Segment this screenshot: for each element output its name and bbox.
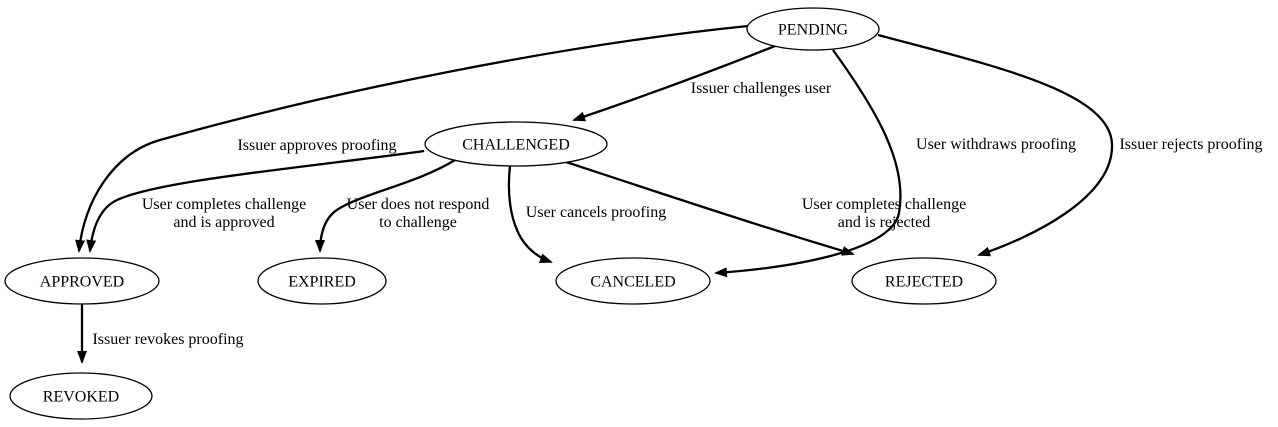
edge-label-challenged-to-approved-line2: and is approved	[173, 214, 274, 231]
edge-pending-to-challenged	[572, 44, 776, 122]
edge-label-challenged-to-rejected-line1: User completes challenge	[802, 196, 966, 213]
state-node-rejected: REJECTED	[851, 257, 997, 305]
state-node-label-challenged: CHALLENGED	[462, 137, 570, 154]
state-node-ellipse-canceled	[555, 257, 711, 305]
edge-label-pending-to-canceled: User withdraws proofing	[916, 136, 1076, 153]
state-node-label-pending: PENDING	[778, 22, 849, 39]
state-node-ellipse-revoked	[9, 372, 153, 420]
edge-label-pending-to-challenged: Issuer challenges user	[691, 80, 832, 97]
edge-label-challenged-to-canceled: User cancels proofing	[526, 204, 666, 221]
edge-challenged-to-canceled	[507, 165, 553, 264]
state-node-ellipse-approved	[4, 257, 160, 305]
state-node-ellipse-expired	[257, 257, 387, 305]
edge-challenged-to-approved	[86, 149, 425, 253]
edge-challenged-to-rejected	[559, 158, 855, 256]
edge-label-challenged-to-approved-line1: User completes challenge	[142, 196, 306, 213]
state-node-canceled: CANCELED	[555, 257, 711, 305]
edge-challenged-to-expired	[315, 159, 456, 253]
edge-label-approved-to-revoked: Issuer revokes proofing	[92, 331, 243, 348]
state-node-pending: PENDING	[746, 7, 880, 51]
state-node-label-approved: APPROVED	[40, 274, 124, 291]
nodes-layer: PENDING CHALLENGED APPROVED EXPIRED CANCELED…	[4, 7, 997, 420]
edge-label-challenged-to-expired-line2: to challenge	[379, 214, 457, 231]
edge-label-pending-to-approved: Issuer approves proofing	[237, 137, 396, 154]
state-node-challenged: CHALLENGED	[424, 121, 608, 167]
state-node-ellipse-pending	[746, 7, 880, 51]
edge-label-challenged-to-rejected-line2: and is rejected	[838, 214, 930, 231]
edge-label-pending-to-rejected: Issuer rejects proofing	[1119, 136, 1262, 153]
edge-label-challenged-to-expired-line1: User does not respond	[347, 196, 490, 213]
state-node-ellipse-rejected	[851, 257, 997, 305]
state-node-ellipse-challenged	[424, 121, 608, 167]
state-node-approved: APPROVED	[4, 257, 160, 305]
state-node-label-canceled: CANCELED	[590, 274, 675, 291]
state-node-expired: EXPIRED	[257, 257, 387, 305]
state-node-label-expired: EXPIRED	[288, 274, 356, 291]
edge-pending-to-approved	[75, 24, 749, 253]
edge-pending-to-rejected	[877, 33, 1114, 257]
state-node-label-rejected: REJECTED	[885, 274, 963, 291]
state-node-revoked: REVOKED	[9, 372, 153, 420]
state-node-label-revoked: REVOKED	[43, 389, 119, 406]
edge-pending-to-canceled	[714, 49, 902, 278]
edges-layer	[75, 24, 1114, 364]
